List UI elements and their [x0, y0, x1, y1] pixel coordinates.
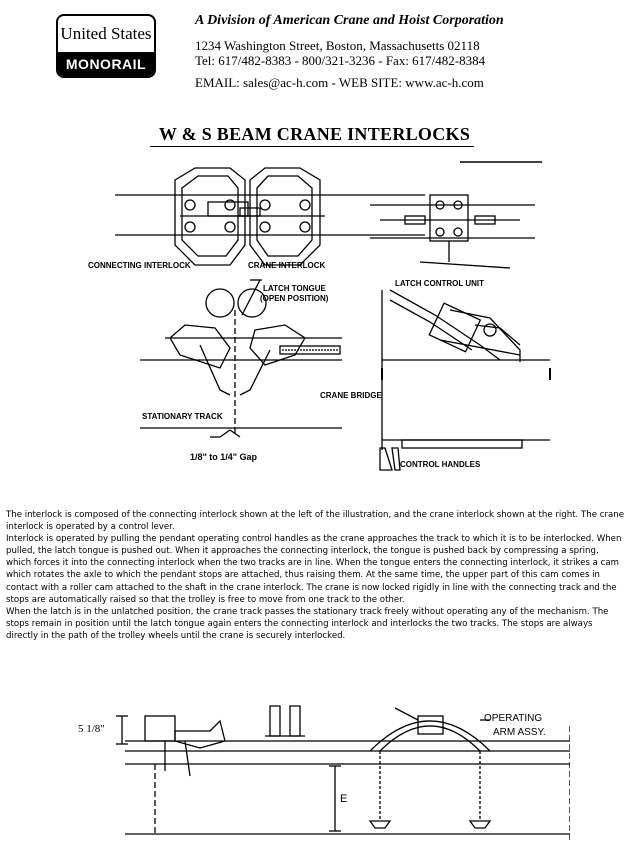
label-e-dimension: E — [340, 793, 348, 805]
company-logo: United States MONORAIL — [56, 14, 156, 78]
description-text: The interlock is composed of the connect… — [6, 509, 624, 642]
label-gap: 1/8" to 1/4" Gap — [190, 452, 258, 462]
title-underline — [150, 146, 474, 147]
division-line: A Division of American Crane and Hoist C… — [195, 13, 504, 28]
page-title: W & S BEAM CRANE INTERLOCKS — [158, 124, 471, 144]
logo-bottom-text: MONORAIL — [58, 52, 154, 76]
interlock-illustration — [115, 161, 551, 471]
label-crane-interlock: CRANE INTERLOCK — [248, 261, 326, 270]
label-operating: OPERATING — [484, 713, 543, 724]
label-open-position: (OPEN POSITION) — [260, 294, 329, 303]
label-connecting-interlock: CONNECTING INTERLOCK — [88, 261, 191, 270]
label-crane-bridge: CRANE BRIDGE — [320, 391, 382, 400]
contact-line: EMAIL: sales@ac-h.com - WEB SITE: www.ac… — [195, 75, 484, 90]
label-latch-control-unit: LATCH CONTROL UNIT — [395, 279, 485, 288]
logo-top-text: United States — [60, 23, 152, 43]
label-latch-tongue: LATCH TONGUE — [263, 284, 326, 293]
description-paragraph-2: Interlock is operated by pulling the pen… — [6, 534, 622, 605]
description-paragraph-1: The interlock is composed of the connect… — [6, 510, 624, 533]
label-control-handles: CONTROL HANDLES — [400, 460, 481, 469]
address-line: 1234 Washington Street, Boston, Massachu… — [195, 38, 480, 53]
label-arm-assy: ARM ASSY. — [493, 727, 546, 738]
label-dimension: 5 1/8" — [78, 723, 105, 735]
interlock-section-drawing — [116, 705, 570, 841]
label-stationary-track: STATIONARY TRACK — [142, 412, 223, 421]
description-paragraph-3: When the latch is in the unlatched posit… — [6, 606, 609, 641]
phone-line: Tel: 617/482-8383 - 800/321-3236 - Fax: … — [195, 53, 486, 68]
